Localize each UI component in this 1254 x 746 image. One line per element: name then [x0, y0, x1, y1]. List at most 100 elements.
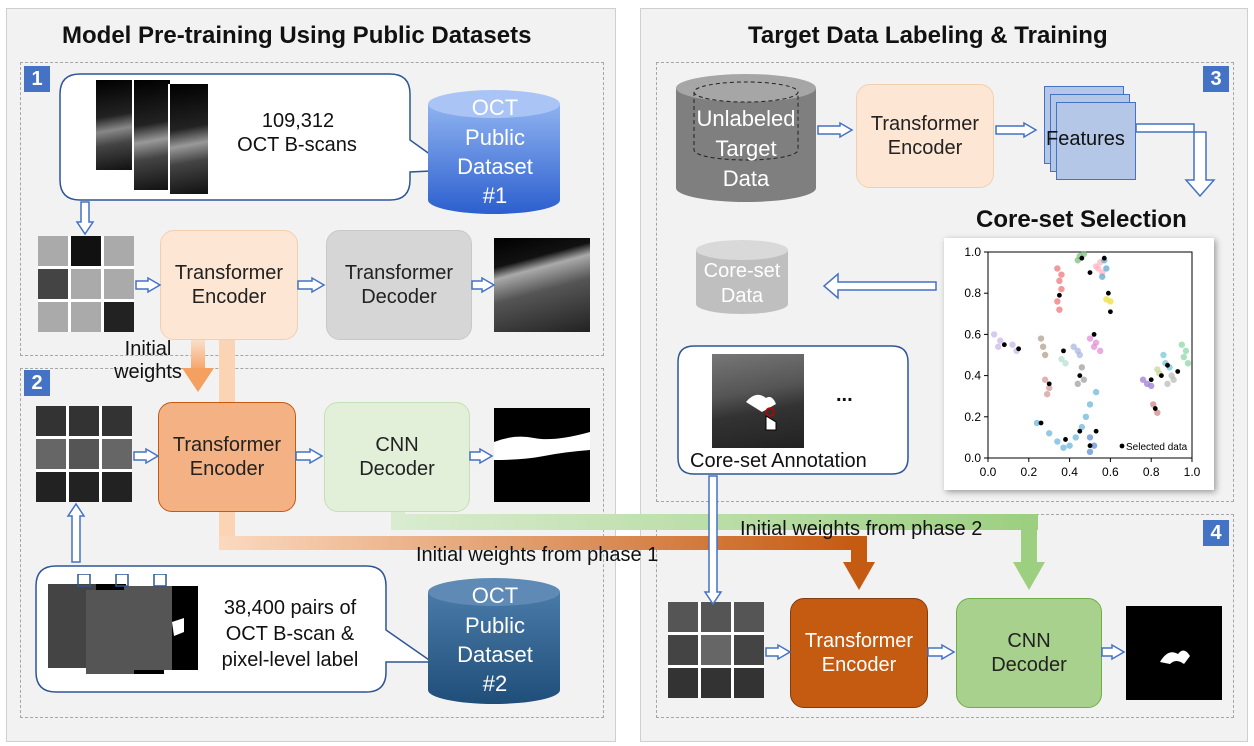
unlabeled-line3: Data: [722, 166, 770, 191]
cluster-point: [1092, 388, 1100, 396]
orange-weight-arrowhead: [843, 562, 875, 590]
dataset1-line1: OCT: [471, 95, 519, 120]
dataset2-line2: Public: [465, 613, 525, 638]
arrow-unlabeled-to-encoder: [817, 121, 854, 139]
cluster-point: [1164, 380, 1171, 388]
unlabeled-line2: Target: [715, 136, 777, 161]
oct-bscan-stack-1: [96, 80, 132, 170]
legend-label: Selected data: [1126, 442, 1188, 453]
pairs-text-1: 38,400 pairs of: [223, 597, 357, 619]
cluster-point: [1078, 423, 1086, 431]
dataset2-line3: Dataset: [457, 642, 533, 667]
weights-phase2-label: Initial weights from phase 2: [740, 518, 983, 540]
cluster-point: [1182, 347, 1190, 355]
step3-badge: 3: [1203, 66, 1229, 92]
cluster-point: [1097, 347, 1104, 355]
x-tick-label: 1.0: [1184, 465, 1201, 479]
cluster-point: [1154, 409, 1161, 416]
selected-point: [1152, 406, 1158, 411]
cluster-point: [1160, 351, 1167, 359]
step4-badge: 4: [1203, 520, 1229, 546]
selected-point: [1079, 255, 1085, 261]
y-tick-label: 0.2: [964, 410, 981, 424]
coreset-data-line2: Data: [720, 285, 764, 307]
arrow-seg-patch-to-encoder: [133, 447, 160, 465]
cluster-point: [1058, 285, 1065, 293]
label-pair-stack: [48, 573, 198, 684]
cluster-point: [997, 337, 1004, 344]
cluster-point: [1041, 376, 1049, 383]
selected-point: [1165, 362, 1170, 368]
cluster-point: [1090, 442, 1098, 449]
cluster-point: [1062, 360, 1069, 367]
selected-point: [1087, 270, 1093, 275]
cluster-point: [1076, 351, 1083, 359]
y-tick-label: 0.8: [964, 286, 981, 300]
cluster-point: [1058, 271, 1065, 278]
cluster-point: [1046, 384, 1053, 392]
cluster-point: [1046, 430, 1053, 437]
ellipsis: ...: [836, 384, 853, 406]
cluster-point: [995, 343, 1002, 350]
cluster-point: [1170, 376, 1177, 383]
arrow-bscans-to-patches: [75, 201, 95, 236]
cluster-point: [1080, 376, 1088, 383]
cluster-point: [1056, 306, 1063, 313]
x-tick-label: 0.2: [1020, 465, 1037, 479]
arrow-encoder-to-decoder: [297, 276, 326, 294]
x-tick-label: 0.8: [1143, 465, 1160, 479]
feature-stack: [1044, 86, 1136, 182]
masked-patch-grid: [38, 236, 134, 332]
arrow-chart-to-coreset-data: [822, 272, 937, 300]
cluster-point: [1009, 341, 1016, 348]
green-weight-arrowhead: [1013, 562, 1045, 590]
arrow-encoder-to-features: [995, 121, 1038, 139]
dataset2-line4: #2: [482, 671, 508, 696]
cluster-point: [1039, 343, 1047, 350]
cluster-point: [1082, 413, 1090, 420]
cluster-point: [1072, 434, 1079, 441]
cluster-point: [1086, 401, 1094, 408]
y-tick-label: 0.4: [964, 369, 981, 383]
cluster-point: [1107, 298, 1114, 305]
selected-point: [1087, 443, 1093, 449]
cluster-point: [1074, 380, 1081, 388]
init-weight-stem: [191, 338, 205, 372]
cluster-point: [1184, 360, 1192, 367]
features-label: Features: [1046, 128, 1125, 150]
cluster-point: [1094, 265, 1102, 272]
selected-point: [1101, 255, 1107, 261]
dataset1-line4: #1: [482, 183, 508, 208]
cluster-point: [1148, 382, 1155, 390]
pairs-text-3: pixel-level label: [221, 649, 359, 671]
arrow-pairs-to-patches: [66, 502, 86, 563]
cluster-point: [1037, 335, 1045, 342]
dataset1-line2: Public: [465, 125, 525, 150]
cluster-point: [1099, 273, 1106, 280]
y-tick-label: 0.6: [964, 327, 981, 341]
init-weight-arrowhead: [182, 368, 214, 392]
selected-point: [1175, 369, 1181, 374]
plot-area: [987, 251, 1193, 459]
arrow-cnn-to-mask: [469, 447, 494, 465]
cluster-point: [1080, 250, 1088, 258]
cluster-point: [1060, 444, 1067, 451]
step1-badge: 1: [24, 66, 50, 92]
dataset2-line1: OCT: [471, 583, 519, 608]
seg-mask-output: [494, 408, 590, 502]
cluster-point: [1090, 343, 1098, 350]
selected-point: [1038, 420, 1044, 426]
selected-point: [1093, 428, 1099, 434]
x-tick-label: 0.4: [1061, 465, 1078, 479]
selected-point: [1105, 290, 1111, 296]
cluster-point: [1086, 434, 1094, 441]
selected-point: [1046, 381, 1052, 387]
cluster-point: [1070, 343, 1077, 350]
